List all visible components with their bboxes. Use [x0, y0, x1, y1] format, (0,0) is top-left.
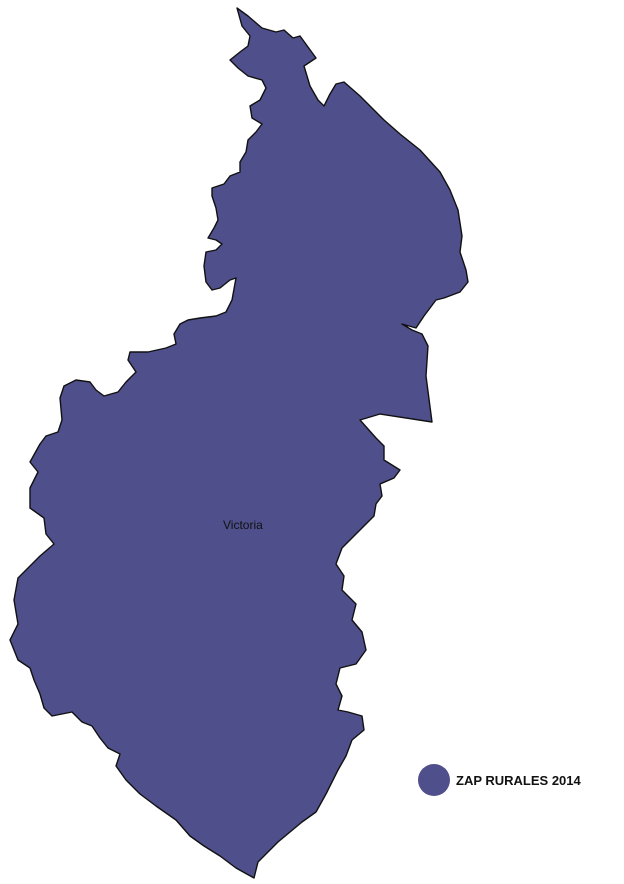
- region-label-victoria: Victoria: [223, 518, 263, 532]
- legend: ZAP RURALES 2014: [418, 764, 581, 796]
- legend-label: ZAP RURALES 2014: [456, 772, 581, 788]
- legend-swatch: [418, 764, 450, 796]
- region-victoria[interactable]: [9, 7, 469, 879]
